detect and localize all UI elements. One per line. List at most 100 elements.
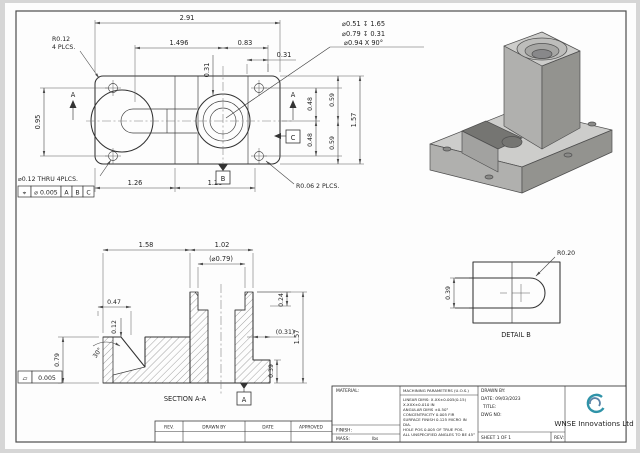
dim-total-height: 1.57 [350, 113, 358, 128]
angle-arc [92, 341, 121, 347]
machining-line-6: DIA. [403, 422, 411, 427]
section-bore-lines [194, 291, 249, 383]
dim-hole-spacing: 0.95 [34, 115, 42, 130]
dim-right-inner-top: 0.48 [307, 97, 314, 111]
hole-callout-line3: ⌀0.94 X 90° [344, 39, 383, 47]
top-view-dimensions: 2.91 1.496 0.83 0.31 0.31 0.95 0.48 0.48… [34, 14, 364, 192]
ext-left-height [58, 336, 99, 384]
machining-line-4: CONCENTRICITY 0.005 FIR [403, 412, 455, 417]
machining-line-1: LINEAR DIMS: X.XX±0.005(0.15) [403, 397, 467, 402]
dim-slot-width: 0.47 [107, 299, 121, 306]
material-label: MATERIAL: [336, 388, 359, 394]
hole-callout-line1: ⌀0.51 ↧ 1.65 [342, 20, 385, 28]
section-title: SECTION A-A [164, 395, 207, 403]
ext-slot-width [97, 311, 132, 335]
rev-header-approved: APPROVED [299, 425, 324, 431]
machining-line-7: HOLE POS 0.005 OF TRUE POS. [403, 427, 464, 432]
detail-slot-width: 0.39 [445, 286, 452, 300]
iso-hole-3 [484, 174, 494, 180]
fcf-tolerance: ⌀ 0.005 [34, 190, 57, 197]
flatness-cell-tolerance [31, 370, 63, 384]
iso-hole-4 [563, 152, 573, 158]
extension-lines-top [94, 20, 281, 102]
iso-hole-1 [442, 146, 452, 152]
position-fcf: ⌖ ⌀ 0.005 A B C [17, 185, 95, 198]
title-block: MATERIAL: FINISH: MASS: lbs MACHINING PA… [331, 385, 634, 443]
dim-step-width-ref: (0.31) [276, 329, 295, 336]
section-left-wall [102, 336, 114, 384]
section-outline [103, 292, 271, 384]
iso-fork-inner-face [461, 130, 499, 173]
top-view-labels: R0.12 4 PLCS. ⌀0.51 ↧ 1.65 ⌀0.79 ↧ 0.31 … [17, 20, 424, 198]
section-arrow-label-left: A [71, 91, 76, 99]
position-symbol-icon: ⌖ [23, 190, 27, 197]
section-arrow-left-head [69, 100, 77, 108]
detail-radius-label: R0.20 [557, 250, 575, 257]
ext-right [264, 75, 364, 165]
fcf-datum1: A [64, 190, 69, 197]
datum-c-label: C [291, 134, 296, 142]
detail-view: R0.20 0.39 DETAIL B [445, 250, 575, 339]
mass-value: lbs [372, 436, 379, 442]
top-view-body-outline [94, 75, 281, 165]
dim-width-left: 1.496 [170, 39, 189, 47]
ext-left [40, 87, 108, 157]
datum-a-box [236, 391, 252, 406]
section-arrow-right-head [289, 100, 297, 108]
detail-title: DETAIL B [501, 331, 531, 339]
thru-holes-note: ⌀0.12 THRU 4PLCS. [18, 176, 78, 183]
datum-b-box [215, 170, 231, 185]
iso-hole-2 [587, 121, 597, 127]
datum-b-triangle [218, 164, 228, 171]
fillet-note-line1: R0.12 [52, 36, 70, 43]
flatness-fcf: ▱ 0.005 [17, 370, 63, 384]
dim-right-width: 1.02 [215, 241, 230, 249]
rev-header-date: DATE [262, 425, 274, 431]
section-arrow-label-right: A [291, 91, 296, 99]
iso-slot-rounded-end [501, 136, 523, 148]
datum-a-triangle [240, 383, 248, 389]
finish-label: FINISH: [336, 428, 352, 434]
detail-radius-leader [535, 256, 556, 277]
dim-bottom-left: 1.26 [128, 179, 143, 187]
dim-width-right: 0.83 [238, 39, 253, 47]
dim-total-width: 2.91 [180, 14, 195, 22]
dim-bore-ref: (⌀0.79) [209, 255, 233, 263]
title-block-outline [331, 385, 627, 443]
detail-body-outline [472, 261, 561, 324]
thru-holes-leader [99, 159, 112, 177]
datum-c-box [285, 129, 301, 144]
section-ext-top [102, 253, 254, 333]
machining-line-2: X.XXX±0.010 IN [403, 402, 435, 407]
datum-c-triangle [274, 133, 281, 139]
dim-counterbore-depth: 0.24 [278, 293, 285, 307]
dim-section-total-height: 1.57 [293, 330, 301, 345]
machining-header: MACHINING PARAMETERS (U.O.S.) [403, 388, 469, 393]
mass-label: MASS: [336, 436, 350, 442]
revision-table: REV. DRAWN BY DATE APPROVED [154, 420, 333, 443]
isometric-view [429, 31, 613, 194]
rev-label: REV: [554, 435, 564, 441]
date-label: DATE: 09/03/2023 [481, 396, 521, 402]
dim-right-inner-bottom: 0.48 [307, 133, 314, 147]
dim-left-height: 0.79 [54, 353, 61, 367]
corner-radius-note: R0.06 2 PLCS. [296, 183, 339, 190]
title-block-grid [332, 386, 566, 442]
fcf-datum3: C [86, 190, 90, 197]
dim-right-outer-top: 0.59 [329, 93, 336, 107]
corner-holes [105, 80, 267, 164]
top-view: 2.91 1.496 0.83 0.31 0.31 0.95 0.48 0.48… [17, 14, 424, 198]
corner-radius-leader [265, 160, 295, 185]
dim-base-height: 0.39 [268, 364, 275, 378]
drawn-by-label: DRAWN BY: [481, 388, 505, 394]
dim-offset-top: 0.31 [203, 63, 211, 78]
ext-offset-right [246, 64, 269, 74]
hole-center-marks [105, 80, 267, 164]
machining-line-3: ANGULAR DIMS ±0.50° [403, 407, 448, 412]
dim-step: 0.12 [111, 320, 118, 334]
flatness-tolerance: 0.005 [38, 375, 56, 382]
dim-right-outer-bottom: 0.59 [329, 136, 336, 150]
dim-left-width: 1.58 [139, 241, 154, 249]
sheet-label: SHEET 1 OF 1 [481, 435, 511, 441]
